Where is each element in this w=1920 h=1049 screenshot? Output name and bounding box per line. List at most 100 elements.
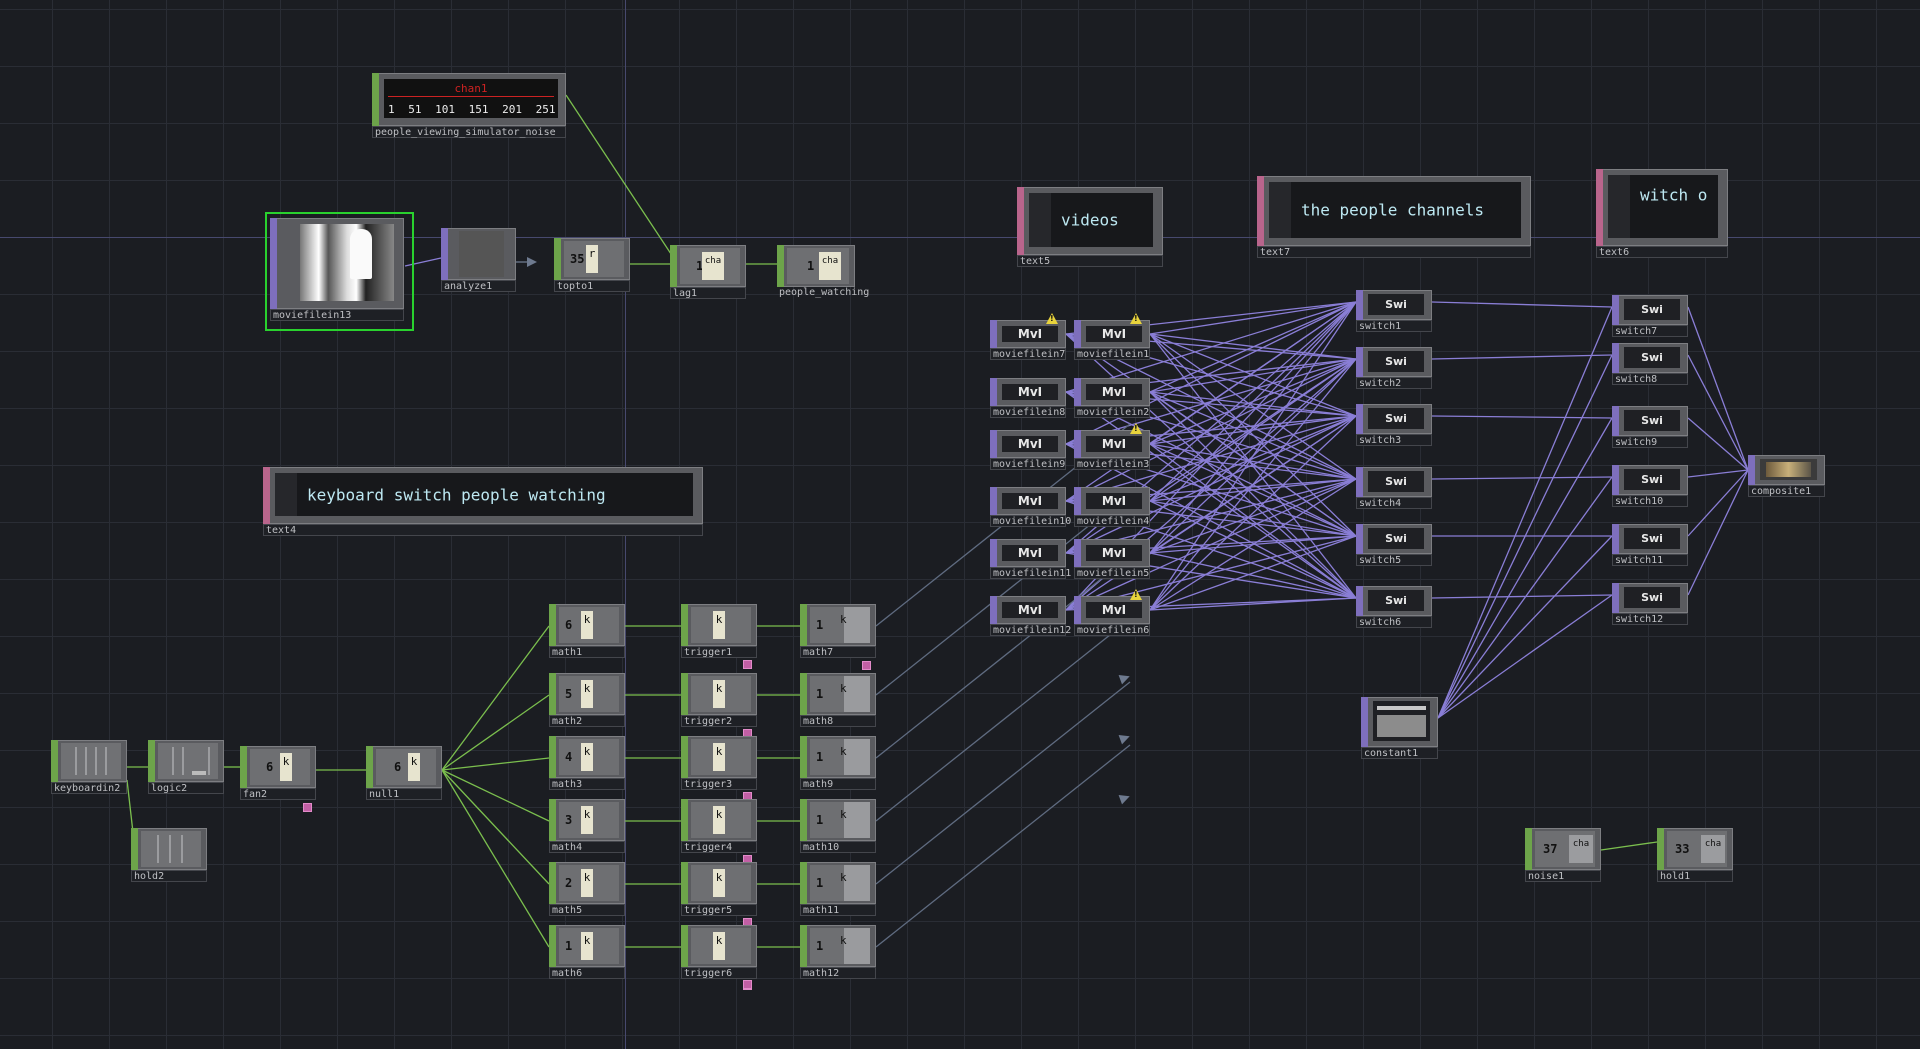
fan2-node[interactable]: 6 k fan2 [240,746,316,800]
node-input-bar[interactable] [1612,343,1619,373]
node-name[interactable]: trigger1 [681,646,757,658]
null1-node[interactable]: 6 k null1 [366,746,442,800]
node-input-bar[interactable] [990,539,997,567]
node-name[interactable]: math10 [800,841,876,853]
node-input-bar[interactable] [681,799,688,841]
node-input-bar[interactable] [681,862,688,904]
node-input-bar[interactable] [1356,347,1363,377]
node-name[interactable]: fan2 [240,788,316,800]
constant1-node[interactable]: constant1 [1361,697,1438,759]
triggers-node[interactable]: 0ktrigger1 [681,604,757,658]
node-input-bar[interactable] [549,925,556,967]
node-input-bar[interactable] [148,740,155,782]
text6-node[interactable]: 1 2 3 witch o text6 [1596,169,1728,258]
node-name[interactable]: text4 [263,524,703,536]
triggers-node[interactable]: 0ktrigger3 [681,736,757,790]
node-input-bar[interactable] [1017,187,1024,255]
node-name[interactable]: math11 [800,904,876,916]
node-input-bar[interactable] [800,799,807,841]
triggers-node[interactable]: 0ktrigger4 [681,799,757,853]
node-input-bar[interactable] [777,245,784,287]
node-input-bar[interactable] [1612,524,1619,554]
node-name[interactable]: topto1 [554,280,630,292]
node-input-bar[interactable] [990,378,997,406]
node-name[interactable]: math2 [549,715,625,727]
node-name[interactable]: text5 [1017,255,1163,267]
node-input-bar[interactable] [549,799,556,841]
node-input-bar[interactable] [1612,465,1619,495]
node-input-bar[interactable] [372,73,379,126]
flag-icon[interactable] [743,980,752,989]
moviefilein13-node[interactable]: moviefilein13 [270,218,404,321]
node-input-bar[interactable] [1074,430,1081,458]
node-input-bar[interactable] [131,828,138,870]
node-name[interactable]: switch7 [1612,325,1688,337]
flag-icon[interactable] [743,660,752,669]
node-input-bar[interactable] [670,245,677,287]
node-name[interactable]: text7 [1257,246,1531,258]
node-input-bar[interactable] [1748,455,1755,485]
node-input-bar[interactable] [549,673,556,715]
text7-node[interactable]: 1 2 the people channels text7 [1257,176,1531,258]
node-input-bar[interactable] [1074,487,1081,515]
node-name[interactable]: moviefilein9 [990,458,1066,470]
node-name[interactable]: math6 [549,967,625,979]
node-name[interactable]: math12 [800,967,876,979]
node-input-bar[interactable] [1612,406,1619,436]
flag-icon[interactable] [862,661,871,670]
node-input-bar[interactable] [990,430,997,458]
warning-icon[interactable]: ! [1130,313,1142,324]
node-input-bar[interactable] [549,736,556,778]
node-name[interactable]: moviefilein8 [990,406,1066,418]
node-name[interactable]: trigger4 [681,841,757,853]
node-name[interactable]: math5 [549,904,625,916]
node-name[interactable]: math3 [549,778,625,790]
node-name[interactable]: people_watching [779,287,870,298]
node-name[interactable]: keyboardin2 [51,782,127,794]
warning-icon[interactable]: ! [1046,313,1058,324]
node-name[interactable]: switch6 [1356,616,1432,628]
node-input-bar[interactable] [270,218,277,309]
logic2-node[interactable]: logic2 [148,740,224,794]
node-name[interactable]: analyze1 [441,280,516,292]
hold2-node[interactable]: hold2 [131,828,207,882]
warning-icon[interactable]: ! [1130,589,1142,600]
node-name[interactable]: null1 [366,788,442,800]
node-input-bar[interactable] [1074,378,1081,406]
node-input-bar[interactable] [1596,169,1603,246]
node-name[interactable]: moviefilein5 [1074,567,1150,579]
topto1-node[interactable]: 35 r topto1 [554,238,630,292]
node-input-bar[interactable] [1074,596,1081,624]
node-name[interactable]: trigger3 [681,778,757,790]
node-name[interactable]: people_viewing_simulator_noise [372,126,566,138]
node-input-bar[interactable] [681,673,688,715]
node-name[interactable]: moviefilein13 [270,309,404,321]
node-name[interactable]: logic2 [148,782,224,794]
node-input-bar[interactable] [800,604,807,646]
node-name[interactable]: switch12 [1612,613,1688,625]
node-input-bar[interactable] [1657,828,1664,870]
node-input-bar[interactable] [1257,176,1264,246]
node-input-bar[interactable] [263,467,270,524]
node-input-bar[interactable] [1356,290,1363,320]
node-input-bar[interactable] [800,673,807,715]
node-name[interactable]: hold2 [131,870,207,882]
node-input-bar[interactable] [1361,697,1368,747]
node-name[interactable]: switch3 [1356,434,1432,446]
node-name[interactable]: moviefilein10 [990,515,1071,527]
analyze1-node[interactable]: analyze1 [441,228,516,292]
